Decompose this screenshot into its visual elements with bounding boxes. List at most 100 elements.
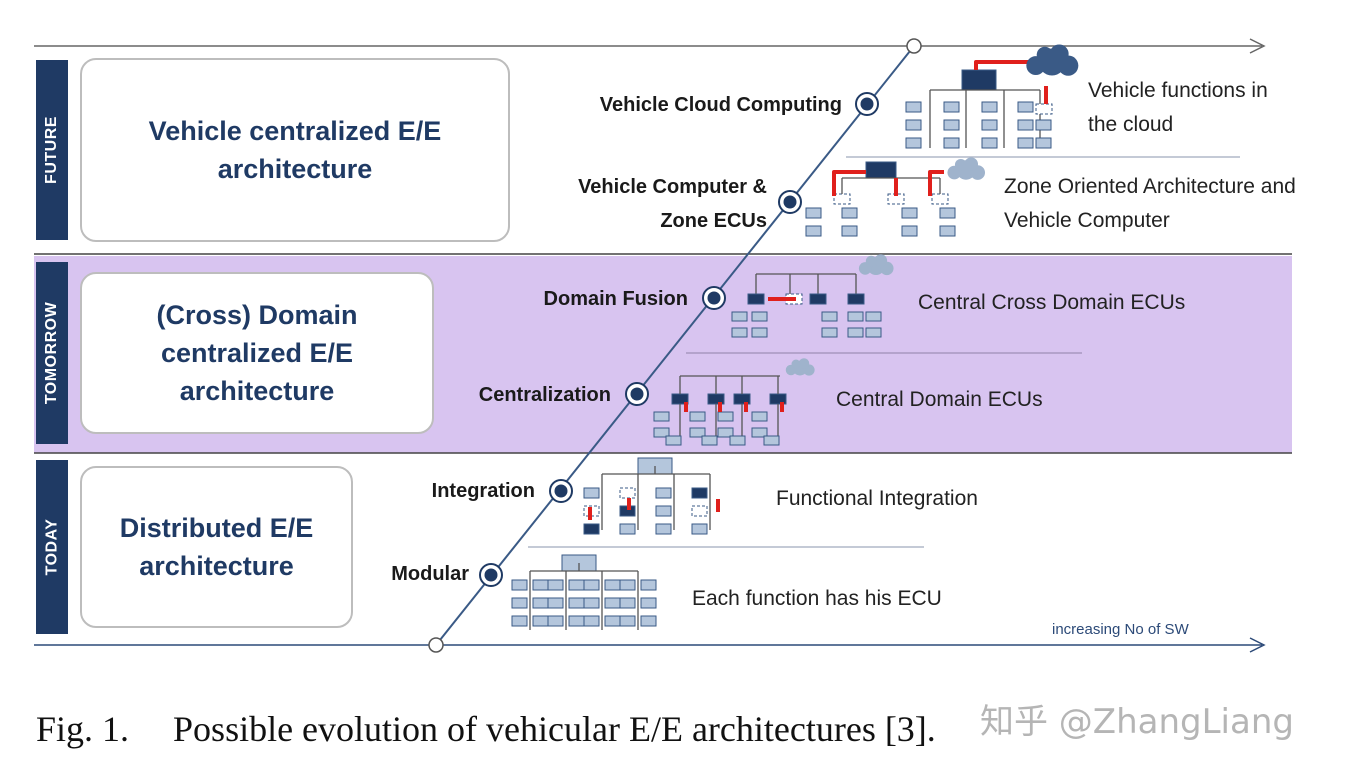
- ecu-block: [847, 311, 864, 322]
- ecu-block: [961, 69, 997, 91]
- ecu-block: [1017, 101, 1034, 113]
- ecu-block: [691, 505, 708, 517]
- ecu-block: [689, 411, 706, 422]
- watermark: 知乎 @ZhangLiang: [980, 702, 1294, 742]
- cloud-icon: [785, 358, 815, 376]
- ecu-block: [751, 411, 768, 422]
- cloud-puff: [954, 158, 967, 171]
- ecu-block: [943, 137, 960, 149]
- red-arrow: [832, 170, 866, 196]
- ecu-block: [640, 597, 657, 609]
- timeline-step-node-core: [707, 291, 721, 305]
- step-label-centralization: Centralization: [478, 384, 611, 406]
- caption-text: Possible evolution of vehicular E/E arch…: [173, 709, 936, 749]
- ecu-block: [841, 225, 858, 237]
- timeline-step-node-core: [860, 97, 874, 111]
- timeline-end-node: [906, 38, 922, 54]
- timeline-step-node-core: [783, 195, 797, 209]
- ecu-block: [717, 427, 734, 438]
- ecu-block: [665, 435, 682, 446]
- ecu-block: [511, 597, 528, 609]
- cloud-puff: [798, 358, 810, 369]
- ecu-block: [532, 597, 549, 609]
- ecu-block: [653, 411, 670, 422]
- timeline-step-node-core: [484, 568, 498, 582]
- ecu-block: [619, 597, 636, 609]
- era-box-future: Vehicle centralized E/E architecture: [80, 58, 510, 242]
- ecu-block: [547, 597, 564, 609]
- ecu-block: [568, 597, 585, 609]
- step-label-integration: Integration: [431, 480, 535, 502]
- ecu-block: [717, 411, 734, 422]
- era-label-future: FUTURE: [36, 60, 68, 240]
- ecu-block: [568, 579, 585, 591]
- ecu-block: [865, 161, 897, 179]
- ecu-block: [1035, 119, 1052, 131]
- ecu-block: [604, 615, 621, 627]
- cloud-puff: [874, 254, 888, 267]
- cloud-puff: [1049, 44, 1069, 64]
- ecu-block: [905, 101, 922, 113]
- ecu-block: [729, 435, 746, 446]
- figure-caption: Fig. 1. Possible evolution of vehicular E…: [36, 708, 936, 750]
- step-label-domain-fusion: Domain Fusion: [543, 288, 688, 310]
- ecu-block: [731, 327, 748, 338]
- ecu-block: [865, 311, 882, 322]
- ecu-block: [981, 137, 998, 149]
- ecu-block: [691, 487, 708, 499]
- bottom-axis-arrowhead: [1249, 637, 1266, 653]
- ecu-block: [691, 523, 708, 535]
- step-label-vehicle-computer-zone-ecus: Vehicle Computer & Zone ECUs: [578, 176, 767, 232]
- cloud-puff: [964, 157, 979, 171]
- ecu-block: [943, 119, 960, 131]
- ecu-block: [689, 427, 706, 438]
- ecu-block: [547, 579, 564, 591]
- red-arrow: [974, 60, 1046, 70]
- ecu-block: [583, 597, 600, 609]
- ecu-block: [981, 101, 998, 113]
- ecu-block: [943, 101, 960, 113]
- top-axis-arrowhead: [1249, 38, 1266, 54]
- cloud-icon: [947, 157, 986, 180]
- ecu-block: [1017, 137, 1034, 149]
- axis-label-sw: increasing No of SW: [1052, 621, 1189, 638]
- ecu-block: [701, 435, 718, 446]
- ecu-block: [821, 311, 838, 322]
- caption-number: Fig. 1.: [36, 709, 130, 749]
- ecu-block: [1017, 119, 1034, 131]
- ecu-block: [905, 137, 922, 149]
- timeline-start-node: [428, 637, 444, 653]
- ecu-block: [939, 207, 956, 219]
- ecu-block: [763, 435, 780, 446]
- ecu-block: [640, 579, 657, 591]
- ecu-block: [805, 207, 822, 219]
- ecu-block: [619, 523, 636, 535]
- ecu-block: [547, 615, 564, 627]
- ecu-block: [865, 327, 882, 338]
- ecu-block: [511, 579, 528, 591]
- era-box-today: Distributed E/E architecture: [80, 466, 353, 628]
- ecu-block: [809, 293, 827, 305]
- ecu-block: [619, 579, 636, 591]
- ecu-block: [847, 293, 865, 305]
- ecu-block: [939, 225, 956, 237]
- ecu-block: [604, 597, 621, 609]
- ecu-block: [511, 615, 528, 627]
- ecu-block: [655, 487, 672, 499]
- cloud-puff: [1036, 46, 1053, 63]
- cloud-puff: [791, 359, 801, 369]
- timeline-step-node-core: [630, 387, 644, 401]
- red-arrow: [928, 170, 944, 196]
- ecu-block: [655, 523, 672, 535]
- ecu-block: [747, 293, 765, 305]
- ecu-block: [751, 311, 768, 322]
- era-label-today: TODAY: [36, 460, 68, 634]
- ecu-block: [583, 579, 600, 591]
- ecu-block: [847, 327, 864, 338]
- ecu-block: [532, 579, 549, 591]
- ecu-block: [833, 193, 851, 205]
- ecu-block: [532, 615, 549, 627]
- desc-each-function-ecu: Each function has his ECU: [692, 587, 942, 610]
- desc-zone-oriented-architecture: Zone Oriented Architecture and Vehicle C…: [1004, 175, 1296, 232]
